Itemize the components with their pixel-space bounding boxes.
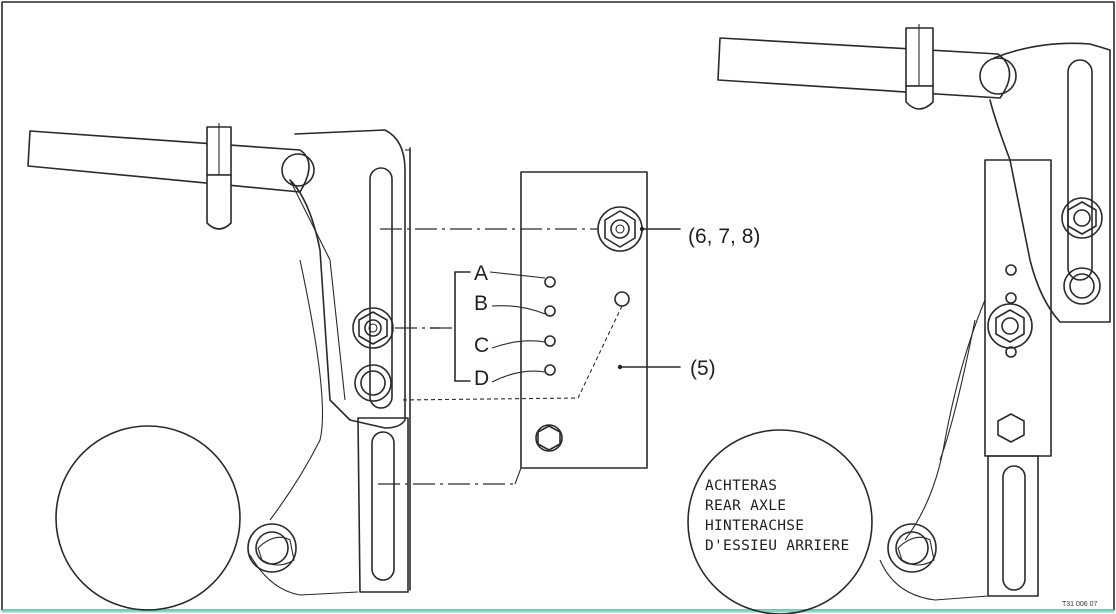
axle-label-line-4: D'ESSIEU ARRIERE <box>705 538 849 554</box>
left-clamp <box>247 523 297 573</box>
axle-label: ACHTERAS REAR AXLE HINTERACHSE D'ESSIEU … <box>705 478 849 554</box>
right-adjustment-plate <box>984 159 1052 457</box>
right-bracket-plate <box>989 42 1111 323</box>
left-assembly <box>27 123 411 611</box>
label-b: B <box>474 292 488 315</box>
left-rod <box>27 123 315 230</box>
label-d: D <box>474 367 489 390</box>
left-lower-slot <box>371 431 395 581</box>
hole-c <box>544 335 556 347</box>
left-bracket-plate <box>289 129 406 429</box>
right-bottom-bolt <box>997 413 1025 443</box>
leader-fasteners-dot <box>639 226 645 232</box>
hole-b <box>544 305 556 317</box>
right-bracket-slot <box>1067 59 1093 281</box>
right-lower-bolt <box>1063 267 1101 305</box>
right-assembly: ACHTERAS REAR AXLE HINTERACHSE D'ESSIEU … <box>687 24 1111 614</box>
leader-plate-dot <box>617 364 623 370</box>
right-rod <box>717 24 1017 110</box>
axle-label-line-2: REAR AXLE <box>705 498 786 514</box>
axle-label-line-3: HINTERACHSE <box>705 518 804 534</box>
adjustment-plate <box>399 171 648 469</box>
label-fasteners: (6, 7, 8) <box>688 225 760 248</box>
projection-lines <box>378 228 598 485</box>
hole-a <box>544 276 556 288</box>
label-c: C <box>474 334 489 357</box>
axle-label-line-1: ACHTERAS <box>705 478 777 494</box>
hole-d <box>544 364 556 376</box>
left-bracket-slot <box>369 167 393 409</box>
left-middle-nut <box>352 307 394 349</box>
figure-reference: T31 006 07 <box>1062 601 1098 608</box>
label-plate: (5) <box>690 357 716 380</box>
label-a: A <box>474 262 488 285</box>
left-lower-link <box>357 417 409 593</box>
right-wheel <box>687 429 873 614</box>
left-wheel <box>55 425 241 611</box>
right-clamp <box>887 523 937 573</box>
right-middle-nut <box>987 303 1033 349</box>
right-upper-nut <box>1061 197 1103 239</box>
left-lower-bolt <box>354 364 392 402</box>
right-lower-link <box>987 455 1039 597</box>
hole-labels: A B C D <box>430 262 546 390</box>
